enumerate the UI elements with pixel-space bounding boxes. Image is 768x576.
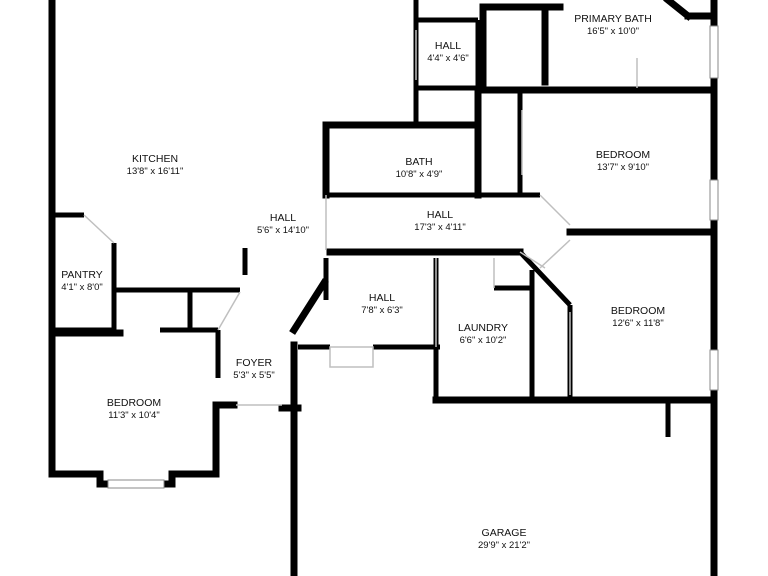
svg-text:HALL: HALL bbox=[427, 209, 453, 221]
room-label-hall-corridor: HALL 17'3" x 4'11" bbox=[414, 209, 465, 233]
svg-text:FOYER: FOYER bbox=[236, 357, 273, 369]
svg-text:13'8" x 16'11": 13'8" x 16'11" bbox=[127, 166, 184, 177]
svg-text:5'3" x 5'5": 5'3" x 5'5" bbox=[233, 370, 275, 381]
svg-text:GARAGE: GARAGE bbox=[482, 527, 527, 539]
room-label-hall-top: HALL 4'4" x 4'6" bbox=[427, 40, 469, 64]
svg-text:7'8" x 6'3": 7'8" x 6'3" bbox=[361, 305, 403, 316]
svg-text:4'1" x 8'0": 4'1" x 8'0" bbox=[61, 282, 103, 293]
room-label-bath: BATH 10'8" x 4'9" bbox=[396, 156, 443, 180]
svg-text:17'3" x 4'11": 17'3" x 4'11" bbox=[414, 222, 465, 233]
svg-text:BEDROOM: BEDROOM bbox=[611, 305, 665, 317]
svg-text:BATH: BATH bbox=[405, 156, 432, 168]
room-label-pantry: PANTRY 4'1" x 8'0" bbox=[61, 269, 103, 293]
doors bbox=[83, 30, 638, 406]
room-label-bedroom-left: BEDROOM 11'3" x 10'4" bbox=[107, 397, 161, 421]
svg-text:PRIMARY BATH: PRIMARY BATH bbox=[574, 13, 652, 25]
svg-text:11'3" x 10'4": 11'3" x 10'4" bbox=[108, 410, 159, 421]
svg-text:BEDROOM: BEDROOM bbox=[107, 397, 161, 409]
svg-text:29'9" x 21'2": 29'9" x 21'2" bbox=[478, 540, 530, 551]
room-label-bedroom-right-top: BEDROOM 13'7" x 9'10" bbox=[596, 149, 650, 173]
room-label-primary-bath: PRIMARY BATH 16'5" x 10'0" bbox=[574, 13, 652, 37]
svg-text:PANTRY: PANTRY bbox=[61, 269, 103, 281]
room-label-foyer: FOYER 5'3" x 5'5" bbox=[233, 357, 275, 381]
svg-text:KITCHEN: KITCHEN bbox=[132, 153, 178, 165]
svg-text:BEDROOM: BEDROOM bbox=[596, 149, 650, 161]
room-label-hall-lower: HALL 7'8" x 6'3" bbox=[361, 292, 403, 316]
svg-text:4'4" x 4'6": 4'4" x 4'6" bbox=[427, 53, 469, 64]
svg-text:HALL: HALL bbox=[369, 292, 395, 304]
svg-text:13'7" x 9'10": 13'7" x 9'10" bbox=[597, 162, 649, 173]
svg-text:HALL: HALL bbox=[435, 40, 461, 52]
svg-text:5'6" x 14'10": 5'6" x 14'10" bbox=[257, 225, 309, 236]
windows bbox=[107, 25, 719, 489]
svg-text:12'6" x 11'8": 12'6" x 11'8" bbox=[612, 318, 663, 329]
room-label-hall-center: HALL 5'6" x 14'10" bbox=[257, 212, 309, 236]
svg-text:10'8" x 4'9": 10'8" x 4'9" bbox=[396, 169, 443, 180]
svg-text:16'5" x 10'0": 16'5" x 10'0" bbox=[587, 26, 639, 37]
room-label-garage: GARAGE 29'9" x 21'2" bbox=[478, 527, 530, 551]
svg-text:LAUNDRY: LAUNDRY bbox=[458, 322, 508, 334]
room-label-laundry: LAUNDRY 6'6" x 10'2" bbox=[458, 322, 508, 346]
svg-text:6'6" x 10'2": 6'6" x 10'2" bbox=[460, 335, 507, 346]
svg-text:HALL: HALL bbox=[270, 212, 296, 224]
room-label-bedroom-right-bottom: BEDROOM 12'6" x 11'8" bbox=[611, 305, 665, 329]
room-label-kitchen: KITCHEN 13'8" x 16'11" bbox=[127, 153, 184, 177]
walls bbox=[48, 0, 718, 576]
